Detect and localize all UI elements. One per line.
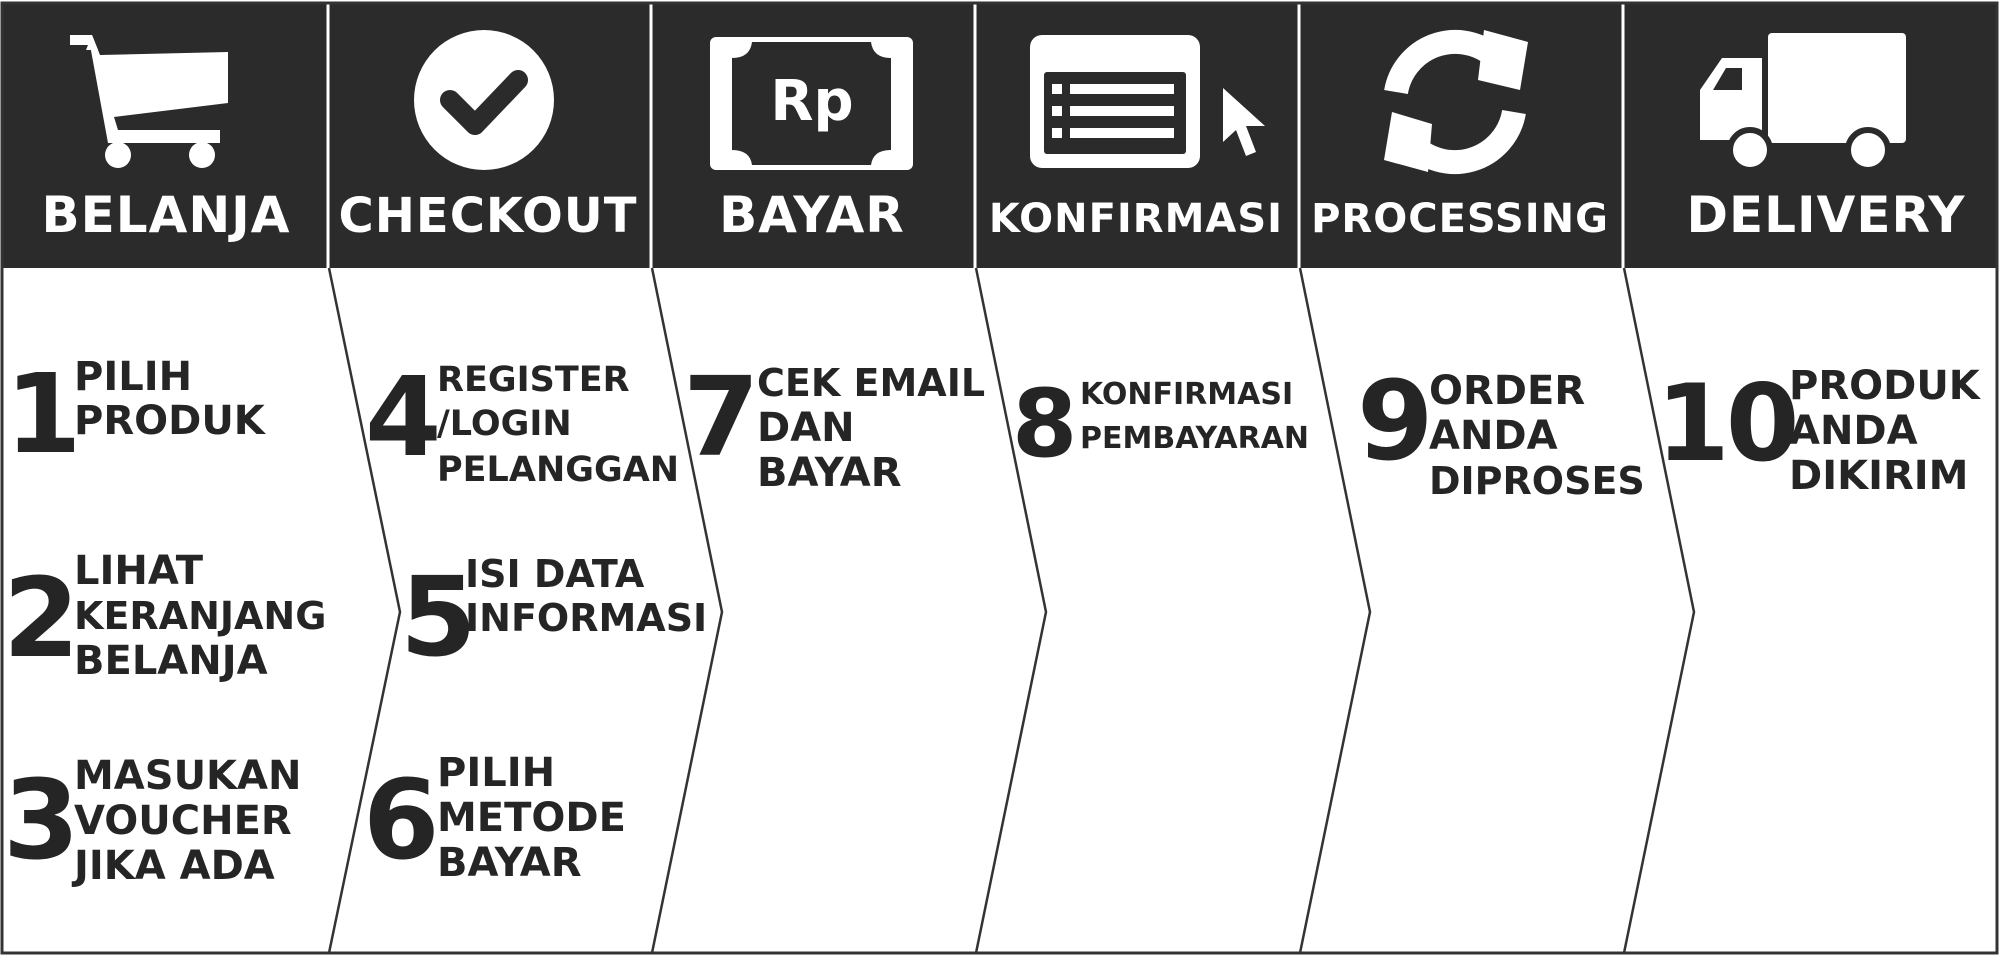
step-8: 8 KONFIRMASI PEMBAYARAN [1012, 370, 1309, 479]
header-dividers [326, 3, 1625, 268]
chevron-5 [1622, 267, 1696, 954]
step-2: 2 LIHAT KERANJANG BELANJA [3, 548, 326, 684]
step-line: BAYAR [757, 450, 902, 496]
step-number: 8 [1012, 370, 1077, 479]
step-line: PELANGGAN [437, 450, 679, 490]
step-line: JIKA ADA [71, 843, 275, 889]
form-click-icon [1030, 35, 1265, 168]
cursor-icon [1223, 88, 1265, 156]
stage-label-bayar: BAYAR [719, 186, 905, 244]
delivery-truck-icon [1700, 33, 1906, 173]
step-line: /LOGIN [437, 404, 572, 444]
header-band [2, 3, 1997, 268]
step-line: PILIH [74, 354, 192, 400]
chevron-1 [327, 267, 402, 954]
step-7: 7 CEK EMAIL DAN BAYAR [683, 353, 985, 496]
step-line: PEMBAYARAN [1080, 421, 1309, 456]
step-line: METODE [437, 795, 626, 841]
step-line: LIHAT [74, 548, 204, 594]
step-line: MASUKAN [74, 753, 301, 799]
step-number: 5 [400, 553, 477, 681]
step-line: KERANJANG [74, 594, 326, 638]
step-10: 10 PRODUK ANDA DIKIRIM [1656, 362, 1982, 499]
step-number: 9 [1357, 357, 1434, 485]
step-line: DAN [757, 405, 855, 451]
step-line: PILIH [437, 750, 555, 796]
shopping-cart-icon [70, 35, 228, 168]
step-line: PRODUK [1789, 363, 1982, 409]
step-line: BELANJA [74, 638, 268, 684]
rupiah-banknote-icon: Rp [710, 37, 913, 170]
step-number: 7 [683, 353, 760, 481]
step-line: DIKIRIM [1789, 453, 1968, 499]
step-6: 6 PILIH METODE BAYAR [363, 750, 626, 886]
step-line: CEK EMAIL [757, 361, 985, 405]
stage-label-checkout: CHECKOUT [339, 188, 638, 244]
step-line: INFORMASI [465, 596, 707, 640]
step-line: ANDA [1429, 413, 1558, 459]
stage-label-delivery: DELIVERY [1687, 186, 1966, 244]
step-number: 4 [365, 353, 442, 481]
step-number: 6 [363, 756, 440, 884]
step-line: ANDA [1789, 408, 1918, 454]
step-line: BAYAR [437, 840, 582, 886]
step-line: ORDER [1429, 368, 1585, 414]
stage-label-belanja: BELANJA [42, 186, 291, 244]
step-3: 3 MASUKAN VOUCHER JIKA ADA [3, 753, 301, 889]
step-number: 1 [5, 350, 82, 478]
step-number: 2 [3, 554, 80, 682]
step-number: 3 [3, 756, 80, 884]
step-line: DIPROSES [1429, 459, 1645, 503]
stage-label-konfirmasi: KONFIRMASI [989, 196, 1283, 242]
step-4: 4 REGISTER /LOGIN PELANGGAN [365, 353, 679, 490]
step-number: 10 [1656, 362, 1796, 485]
step-9: 9 ORDER ANDA DIPROSES [1357, 357, 1645, 503]
refresh-icon [1384, 29, 1528, 175]
stage-label-processing: PROCESSING [1311, 196, 1609, 242]
step-line: REGISTER [437, 360, 630, 400]
step-5: 5 ISI DATA INFORMASI [400, 552, 707, 681]
rupiah-symbol: Rp [770, 69, 853, 134]
step-line: KONFIRMASI [1080, 377, 1293, 412]
step-line: ISI DATA [465, 552, 645, 596]
step-1: 1 PILIH PRODUK [5, 350, 267, 478]
chevron-4 [1298, 267, 1372, 954]
check-circle-icon [414, 30, 554, 170]
step-line: VOUCHER [74, 798, 292, 844]
chevron-separators [327, 267, 1696, 954]
chevron-2 [650, 267, 724, 954]
chevron-3 [974, 267, 1048, 954]
step-line: PRODUK [74, 398, 267, 444]
